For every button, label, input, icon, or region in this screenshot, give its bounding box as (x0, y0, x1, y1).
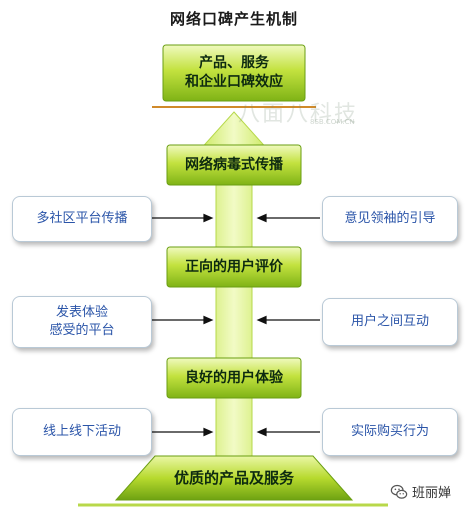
node-viral-label: 网络病毒式传播 (185, 156, 283, 173)
wechat-icon (390, 484, 408, 499)
node-base-label: 优质的产品及服务 (173, 468, 294, 487)
right-factor-user-interaction: 用户之间互动 (322, 298, 458, 346)
left-factor-events: 线上线下活动 (12, 408, 152, 456)
right-factor-opinion-leader: 意见领袖的引导 (322, 196, 458, 242)
node-review-label: 正向的用户评价 (185, 258, 283, 275)
node-review-box (166, 246, 302, 288)
left-factor-community: 多社区平台传播 (12, 196, 152, 242)
node-base-shape (114, 455, 354, 501)
node-experience-label: 良好的用户体验 (185, 369, 283, 386)
author-credit: 班丽婵 (390, 482, 451, 501)
connector-arrows (152, 213, 320, 437)
watermark-sub: 8SB.COM.CN (310, 118, 355, 126)
left-factor-platform: 发表体验 感受的平台 (12, 296, 152, 348)
right-factor-purchase: 实际购买行为 (322, 408, 458, 456)
node-top-label: 产品、服务 和企业口碑效应 (185, 55, 283, 90)
node-viral-box (166, 144, 302, 186)
watermark: 八面八科技 (238, 102, 359, 127)
diagram-title: 网络口碑产生机制 (169, 10, 298, 28)
author-name: 班丽婵 (412, 486, 452, 501)
node-experience-box (166, 357, 302, 399)
node-top-box (162, 44, 306, 102)
